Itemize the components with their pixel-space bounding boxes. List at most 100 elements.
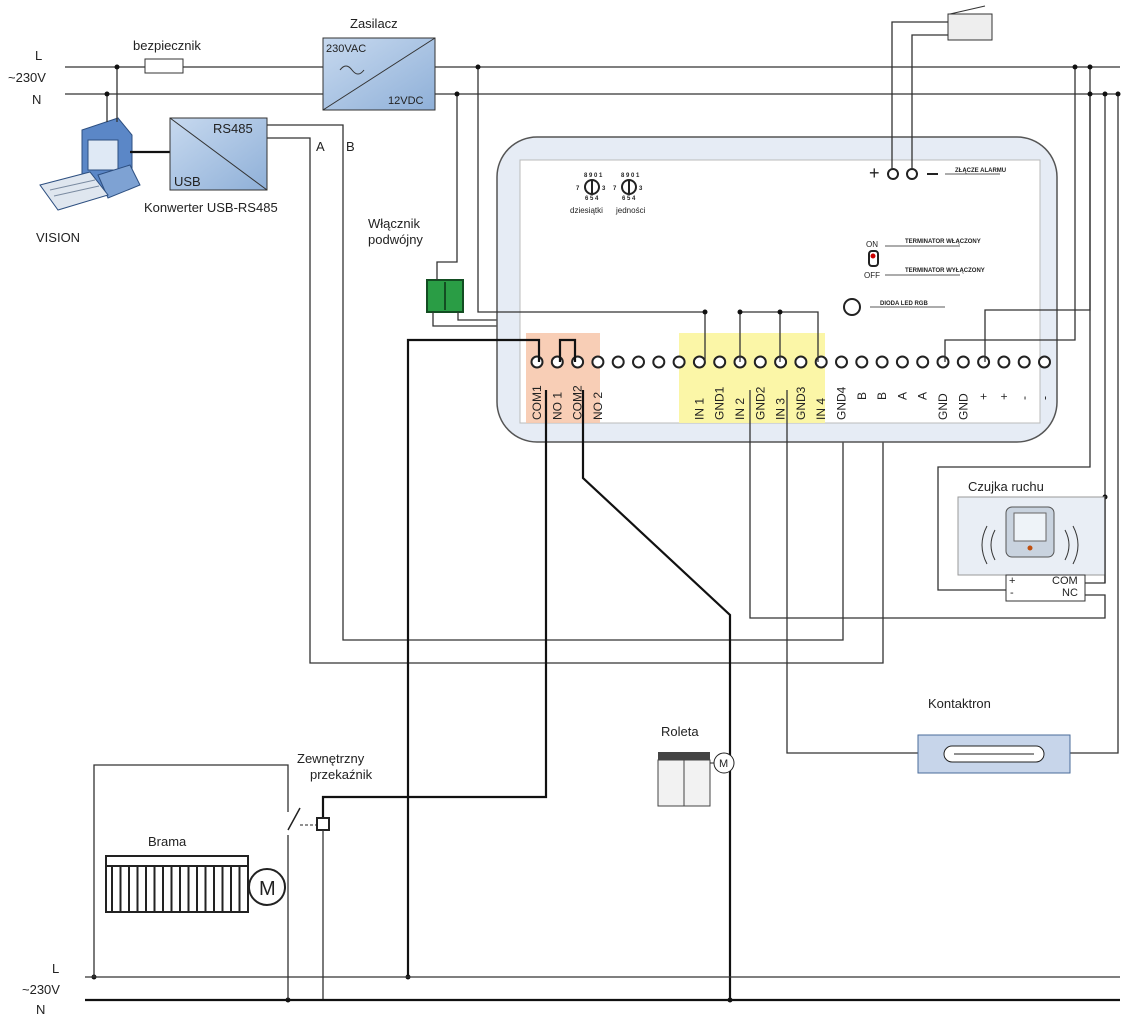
relay-label-2: przekaźnik <box>310 767 373 782</box>
terminal-screw <box>895 355 909 369</box>
svg-text:3: 3 <box>602 186 606 192</box>
top-l-label: L <box>35 48 42 63</box>
converter-a: A <box>316 139 325 154</box>
terminal-screw <box>977 355 991 369</box>
terminal-label: GND <box>956 393 970 420</box>
pc-label: VISION <box>36 230 80 245</box>
sensor-nc: NC <box>1062 587 1078 599</box>
terminal-label: + <box>997 393 1011 400</box>
terminal-screw <box>591 355 605 369</box>
switch-label-2: podwójny <box>368 232 423 247</box>
terminal-screw <box>936 355 950 369</box>
sensor-com: COM <box>1052 575 1078 587</box>
alarm-terminal-plus <box>887 168 899 180</box>
alarm-terminal-minus <box>906 168 918 180</box>
sensor-minus: - <box>1010 587 1014 599</box>
terminal-screw <box>530 355 544 369</box>
terminal-label: B <box>875 392 889 400</box>
terminal-label: A <box>916 392 930 400</box>
terminal-label: IN 4 <box>814 398 828 420</box>
top-n-label: N <box>32 92 41 107</box>
rgb-led <box>843 298 861 316</box>
terminal-label: NO 1 <box>550 392 564 420</box>
terminal-label: A <box>895 392 909 400</box>
dial-units-label: jedności <box>615 206 646 215</box>
converter-rs485: RS485 <box>213 121 253 136</box>
terminal-label: IN 2 <box>733 398 747 420</box>
fuse-label: bezpiecznik <box>133 38 201 53</box>
terminal-label: GND3 <box>794 386 808 420</box>
terminal-label: GND4 <box>835 386 849 420</box>
bottom-n-label: N <box>36 1002 45 1016</box>
converter-usb: USB <box>174 174 201 189</box>
bottom-mains-lines <box>85 976 1120 1002</box>
terminator-off: OFF <box>864 271 880 280</box>
top-voltage-label: ~230V <box>8 70 46 85</box>
svg-text:7: 7 <box>613 186 617 192</box>
gate-title: Brama <box>148 834 187 849</box>
psu-in-label: 230VAC <box>326 43 366 55</box>
double-switch <box>426 279 464 313</box>
terminal-label: GND2 <box>753 386 767 420</box>
terminal-screw <box>916 355 930 369</box>
inputs-highlight <box>679 333 825 423</box>
terminal-screw <box>753 355 767 369</box>
terminal-label: IN 3 <box>774 398 788 420</box>
usb-rs485-converter <box>169 117 268 191</box>
relay-label-1: Zewnętrzny <box>297 751 365 766</box>
alarm-label: ZŁĄCZE ALARMU <box>955 168 1006 174</box>
terminal-screw <box>794 355 808 369</box>
terminal-label: COM1 <box>530 385 544 420</box>
terminal-screw <box>652 355 666 369</box>
terminal-label: IN 1 <box>692 398 706 420</box>
terminal-label: GND1 <box>713 386 727 420</box>
terminal-screw <box>611 355 625 369</box>
svg-text:3: 3 <box>639 186 643 192</box>
terminal-label: COM2 <box>571 385 585 420</box>
svg-text:8 9 0 1: 8 9 0 1 <box>584 173 603 179</box>
terminal-screw <box>713 355 727 369</box>
led-label: DIODA LED RGB <box>880 301 928 307</box>
terminal-screw <box>855 355 869 369</box>
terminal-screw <box>956 355 970 369</box>
terminal-label: NO 2 <box>591 392 605 420</box>
dial-tens-label: dziesiątki <box>570 206 603 215</box>
junction-dots <box>91 64 1121 1003</box>
terminal-screw <box>672 355 686 369</box>
converter-title: Konwerter USB-RS485 <box>144 200 278 215</box>
computer-icon <box>39 117 141 211</box>
converter-b: B <box>346 139 355 154</box>
blind-title: Roleta <box>661 724 699 739</box>
terminal-screw <box>997 355 1011 369</box>
fuse-symbol <box>144 58 184 74</box>
terminal-screw <box>1038 355 1051 369</box>
terminal-label: GND <box>936 393 950 420</box>
svg-text:8 9 0 1: 8 9 0 1 <box>621 173 640 179</box>
bottom-voltage-label: ~230V <box>22 982 60 997</box>
roller-blind <box>657 752 735 807</box>
terminal-screw <box>875 355 889 369</box>
sensor-title: Czujka ruchu <box>968 479 1044 494</box>
alarm-siren <box>947 5 993 41</box>
terminator-switch <box>868 250 879 267</box>
svg-text:6 5 4: 6 5 4 <box>622 196 636 202</box>
terminator-on: ON <box>866 240 878 249</box>
terminal-label: - <box>1038 396 1052 400</box>
psu-out-label: 12VDC <box>388 95 424 107</box>
terminal-screw <box>835 355 848 369</box>
terminal-label: B <box>855 392 869 400</box>
terminal-screw <box>571 355 585 369</box>
top-mains-lines <box>65 66 1120 95</box>
reed-switch <box>917 734 1071 774</box>
motion-sensor <box>957 496 1106 602</box>
gate <box>105 855 286 913</box>
svg-text:7: 7 <box>576 186 580 192</box>
terminal-label: + <box>977 393 991 400</box>
switch-label-1: Włącznik <box>368 216 421 231</box>
alarm-plus: + <box>869 163 880 183</box>
power-supply <box>322 37 436 111</box>
terminal-label: - <box>1017 396 1031 400</box>
gate-motor: M <box>259 878 276 900</box>
